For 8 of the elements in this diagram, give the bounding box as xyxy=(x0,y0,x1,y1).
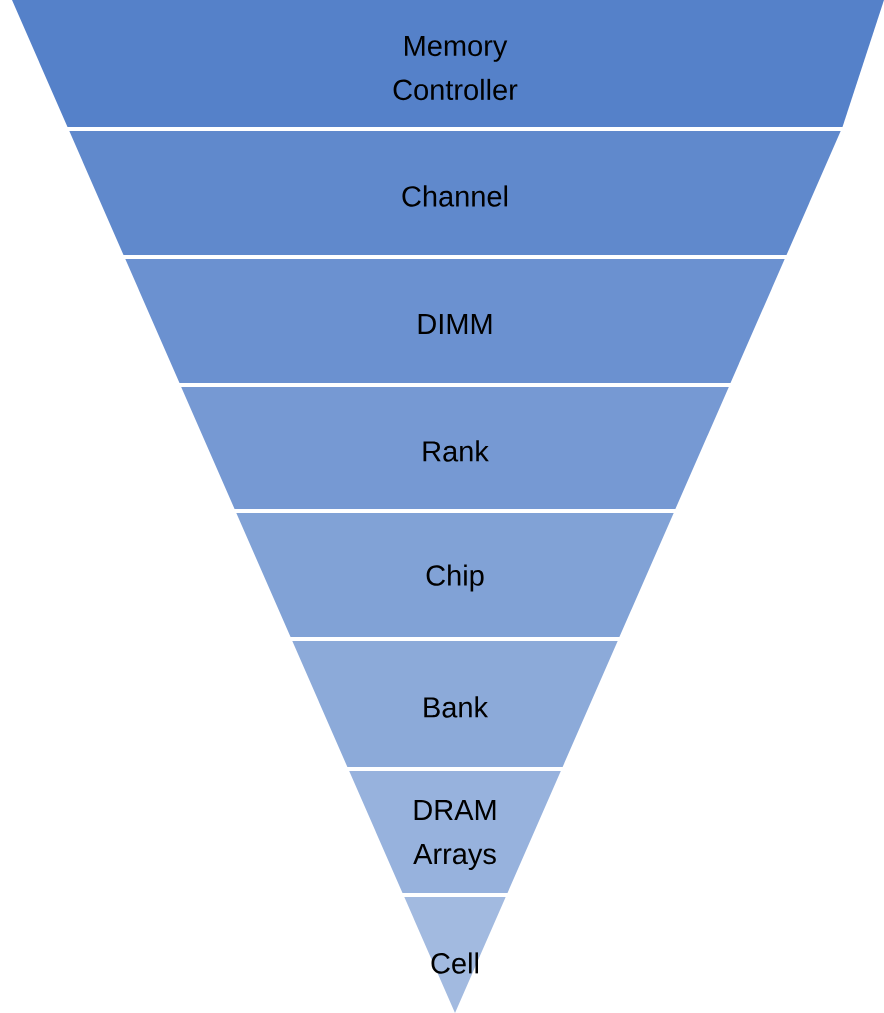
funnel-band: Memory Controller xyxy=(12,0,884,127)
funnel-band: DIMM xyxy=(125,259,785,383)
funnel-band: DRAM Arrays xyxy=(349,771,561,893)
funnel-band: Bank xyxy=(292,641,618,767)
funnel-band: Chip xyxy=(236,513,674,637)
funnel-band: Rank xyxy=(181,387,729,509)
funnel-band: Cell xyxy=(404,897,506,1013)
funnel-band: Channel xyxy=(69,131,841,255)
